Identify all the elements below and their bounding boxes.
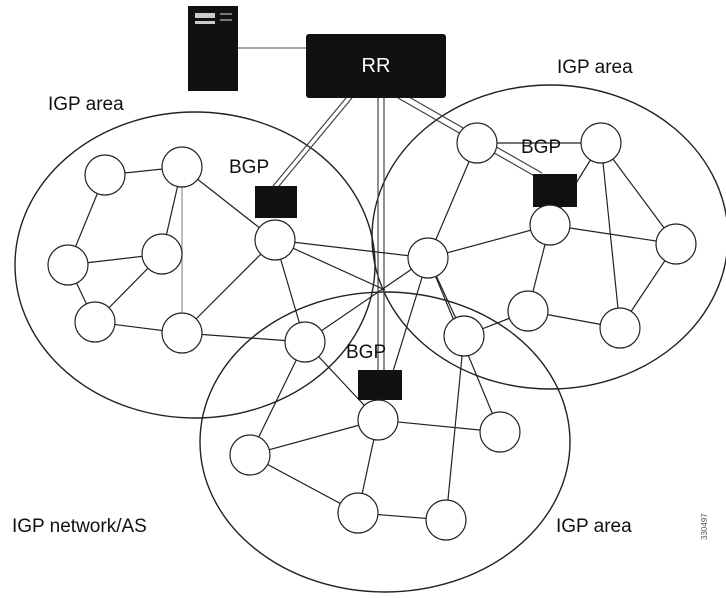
router-node — [655, 223, 697, 265]
router-node — [141, 233, 183, 275]
bgp-label-right: BGP — [521, 137, 562, 158]
router-node — [284, 321, 326, 363]
router-node — [47, 244, 89, 286]
route-reflector-box — [306, 34, 446, 98]
router-node — [529, 204, 571, 246]
igp-area-right-label: IGP area — [557, 57, 633, 78]
igp-area-bottom-ellipse — [199, 291, 571, 593]
router-node — [161, 146, 203, 188]
network-links — [67, 142, 677, 521]
router-node — [161, 312, 203, 354]
router-node — [337, 492, 379, 534]
bgp-box-right — [533, 174, 577, 207]
router-node — [229, 434, 271, 476]
router-node — [407, 237, 449, 279]
router-node — [254, 219, 296, 261]
bgp-label-bottom: BGP — [346, 342, 387, 363]
router-node — [425, 499, 467, 541]
router-nodes — [47, 122, 697, 541]
igp-area-bottom-label: IGP area — [556, 516, 632, 537]
router-node — [507, 290, 549, 332]
igp-area-left-label: IGP area — [48, 94, 124, 115]
router-node — [74, 301, 116, 343]
bgp-box-bottom — [358, 370, 402, 400]
router-node — [84, 154, 126, 196]
rr-label: RR — [361, 54, 391, 77]
router-node — [580, 122, 622, 164]
router-node — [479, 411, 521, 453]
router-node — [443, 315, 485, 357]
router-node — [456, 122, 498, 164]
igp-area-right-ellipse — [371, 84, 726, 390]
router-node — [357, 399, 399, 441]
bgp-box-left — [255, 186, 297, 218]
bgp-label-left: BGP — [229, 157, 270, 178]
igp-network-label: IGP network/AS — [12, 516, 147, 537]
router-node — [599, 307, 641, 349]
server-icon — [188, 6, 238, 91]
figure-id: 330497 — [700, 513, 709, 540]
